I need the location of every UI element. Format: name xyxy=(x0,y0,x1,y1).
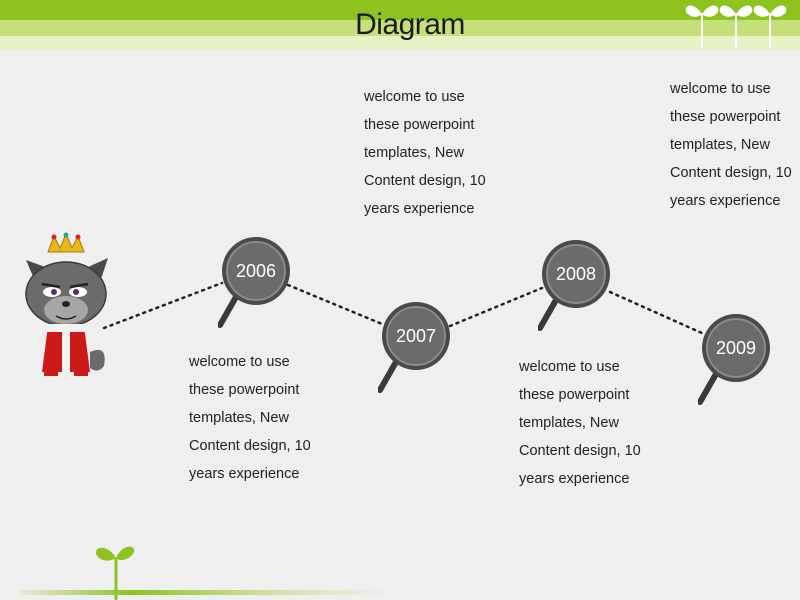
milestone-caption-2008: welcome to use these powerpoint template… xyxy=(519,359,641,487)
wolf-mascot-icon xyxy=(25,232,108,376)
magnifier-marker-icon xyxy=(538,240,610,331)
sprout-icon xyxy=(685,5,787,48)
page-title: Diagram xyxy=(355,8,465,41)
magnifier-marker-icon xyxy=(698,314,770,405)
magnifier-marker-icon xyxy=(378,302,450,393)
header-band-low xyxy=(0,36,800,50)
milestone-year: 2008 xyxy=(555,263,597,284)
milestone-caption-2009: welcome to use these powerpoint template… xyxy=(670,81,792,209)
footer-line xyxy=(20,590,400,595)
magnifier-marker-icon xyxy=(218,237,290,328)
milestone-caption-2006: welcome to use these powerpoint template… xyxy=(189,354,311,482)
milestone-caption-2007: welcome to use these powerpoint template… xyxy=(364,89,486,217)
header-band xyxy=(0,0,800,20)
milestone-year: 2006 xyxy=(235,260,277,281)
sprout-icon xyxy=(95,546,135,600)
milestone-year: 2007 xyxy=(395,325,437,346)
milestone-marker-2008: 2008 xyxy=(538,238,618,358)
header-band-mid xyxy=(0,20,800,36)
milestone-marker-2007: 2007 xyxy=(378,300,458,420)
milestone-year: 2009 xyxy=(715,337,757,358)
milestone-marker-2009: 2009 xyxy=(698,312,778,432)
milestone-marker-2006: 2006 xyxy=(218,235,298,355)
